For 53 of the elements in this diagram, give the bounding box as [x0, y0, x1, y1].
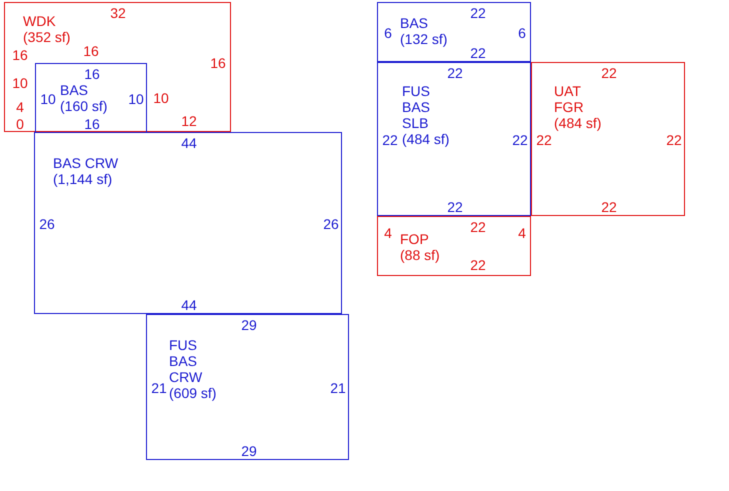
room-outline [377, 216, 531, 276]
dimension-label: 22 [470, 257, 486, 273]
dimension-label: 22 [470, 5, 486, 21]
room-label: FUS BAS CRW (609 sf) [169, 337, 218, 401]
dimension-label: 22 [536, 132, 552, 148]
dimension-label: 16 [12, 47, 28, 63]
room-label: BAS CRW (1,144 sf) [53, 155, 119, 187]
room-outline [34, 132, 342, 314]
room-label: UAT FGR (484 sf) [554, 83, 602, 131]
dimension-label: 10 [40, 91, 56, 107]
dimension-label: 21 [151, 380, 167, 396]
dimension-label: 22 [470, 45, 486, 61]
room-outline [377, 62, 531, 216]
dimension-label: 10 [128, 91, 144, 107]
dimension-label: 29 [241, 317, 257, 333]
dimension-label: 44 [181, 297, 197, 313]
dimension-label: 12 [181, 113, 197, 129]
dimension-label: 16 [83, 43, 99, 59]
dimension-label: 44 [181, 135, 197, 151]
dimension-label: 22 [666, 132, 682, 148]
dimension-label: 4 [384, 225, 392, 241]
dimension-label: 16 [84, 66, 100, 82]
room-outline [531, 62, 685, 216]
dimension-label: 26 [323, 216, 339, 232]
dimension-label: 22 [512, 132, 528, 148]
dimension-label: 22 [470, 219, 486, 235]
room-label: BAS (132 sf) [400, 15, 448, 47]
dimension-label: 6 [384, 25, 392, 41]
dimension-label: 10 [12, 75, 28, 91]
dimension-label: 29 [241, 443, 257, 459]
room-label: BAS (160 sf) [60, 82, 108, 114]
dimension-label: 0 [16, 116, 24, 132]
dimension-label: 4 [16, 99, 24, 115]
room-outline [35, 63, 147, 133]
dimension-label: 22 [601, 65, 617, 81]
room-label: WDK (352 sf) [23, 13, 72, 45]
dimension-label: 22 [601, 199, 617, 215]
dimension-label: 22 [382, 132, 398, 148]
dimension-label: 21 [330, 380, 346, 396]
dimension-label: 4 [518, 225, 526, 241]
dimension-label: 32 [110, 5, 126, 21]
room-outline [146, 314, 349, 460]
dimension-label: 22 [447, 199, 463, 215]
room-label: FUS BAS SLB (484 sf) [402, 83, 450, 147]
dimension-label: 16 [210, 55, 226, 71]
room-outline [4, 2, 231, 132]
dimension-label: 10 [153, 90, 169, 106]
dimension-label: 22 [447, 65, 463, 81]
dimension-label: 6 [518, 25, 526, 41]
room-label: FOP (88 sf) [400, 231, 441, 263]
room-outline [377, 2, 531, 62]
dimension-label: 16 [84, 116, 100, 132]
dimension-label: 26 [39, 216, 55, 232]
